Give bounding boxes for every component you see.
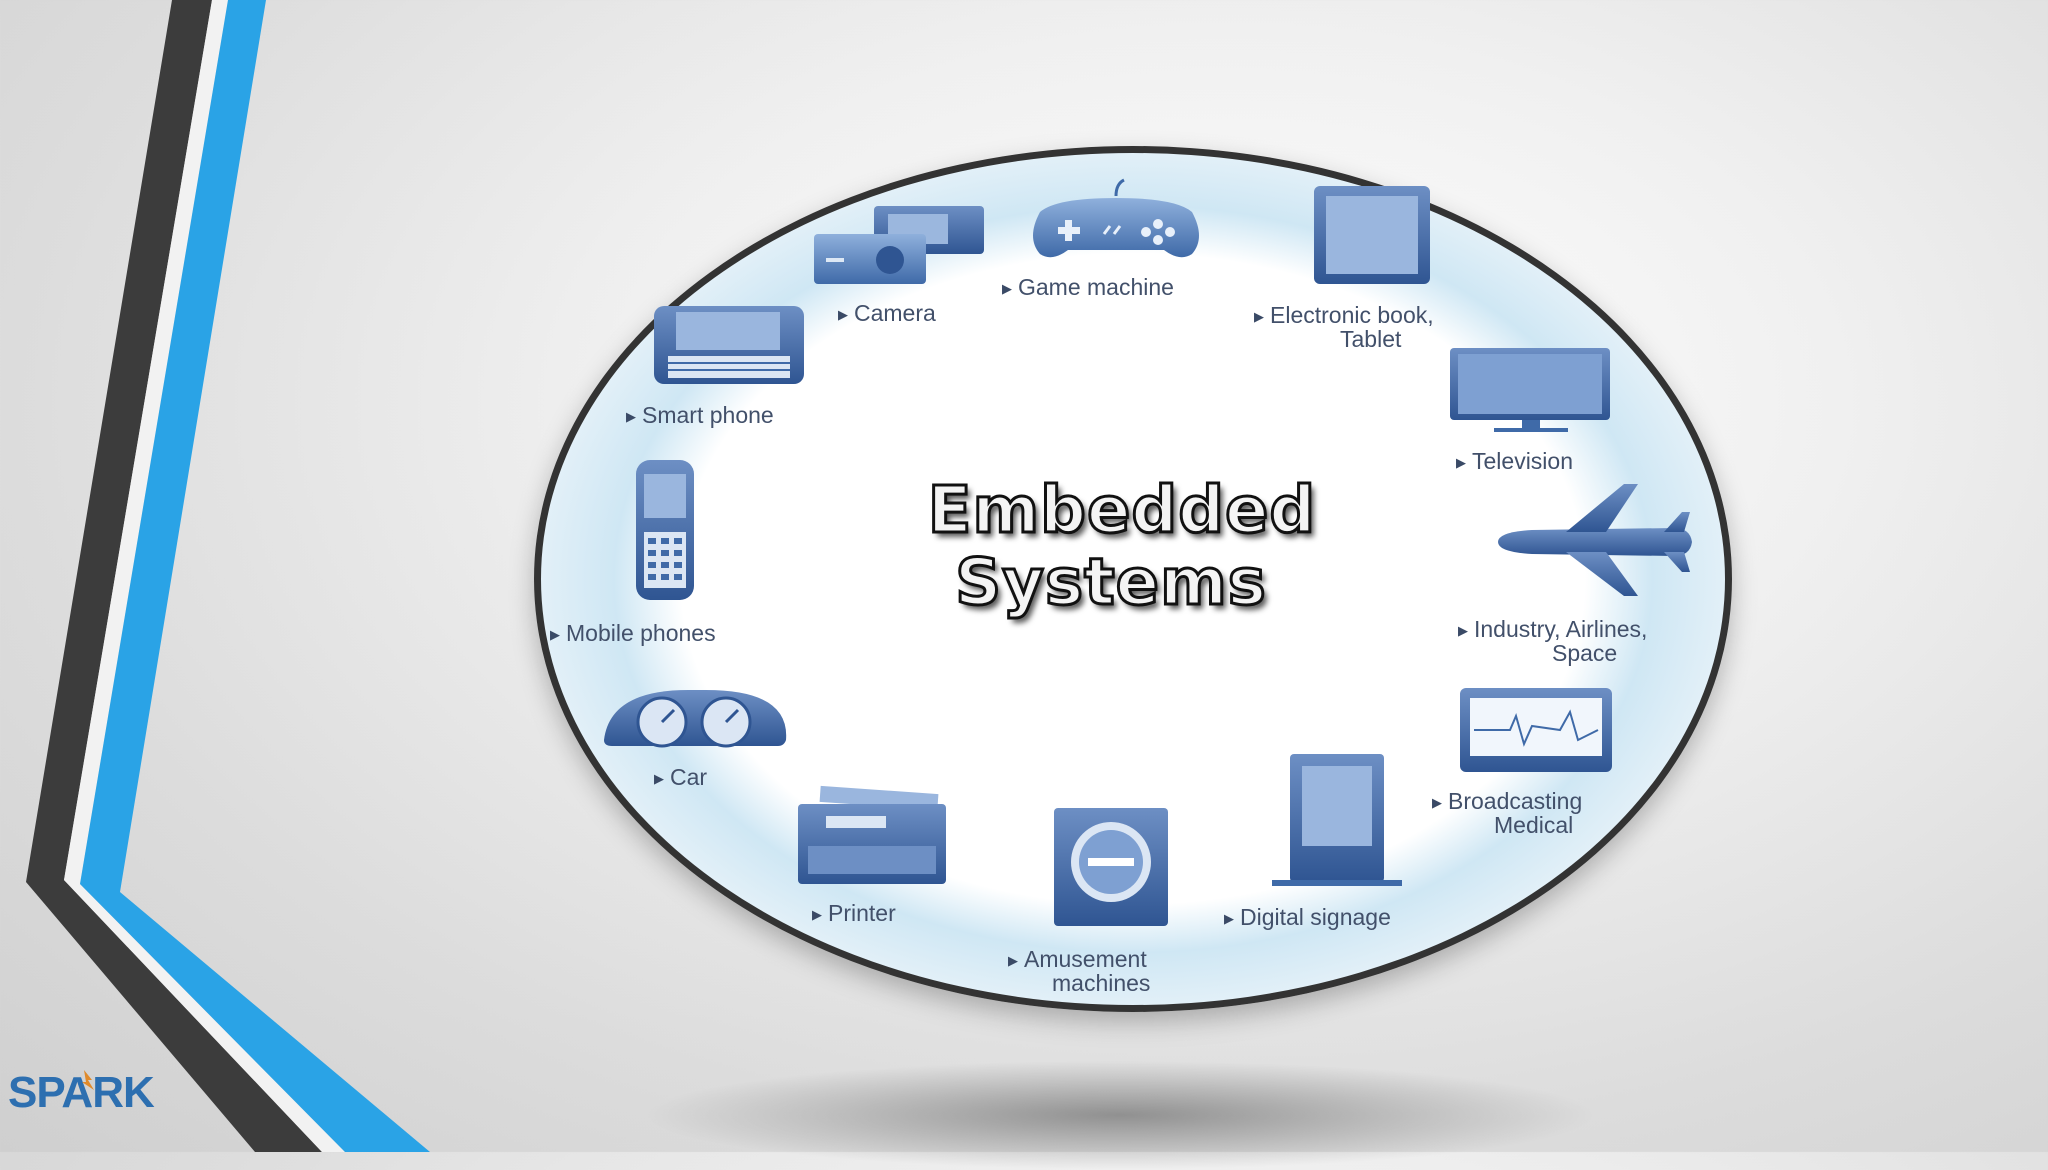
car-dashboard-icon: [604, 690, 787, 748]
airplane-icon: [1498, 484, 1692, 596]
printer-icon: [798, 785, 946, 884]
bullet-arrow-icon: ▶: [1458, 623, 1468, 638]
bullet-arrow-icon: ▶: [1008, 953, 1018, 968]
digital-signage-icon: [1272, 754, 1402, 886]
bullet-arrow-icon: ▶: [1254, 309, 1264, 324]
label-camera: ▶Camera: [838, 300, 936, 326]
label-printer: ▶Printer: [812, 900, 896, 926]
label-smart-phone: ▶Smart phone: [626, 402, 774, 428]
label-amusement-machines: ▶Amusement machines: [1008, 946, 1151, 996]
label-television: ▶Television: [1456, 448, 1573, 474]
camera-icon: [814, 206, 984, 284]
bullet-arrow-icon: ▶: [1456, 455, 1466, 470]
bullet-arrow-icon: ▶: [838, 307, 848, 322]
bullet-arrow-icon: ▶: [626, 409, 636, 424]
label-broadcasting-medical: ▶Broadcasting Medical: [1432, 788, 1583, 838]
bullet-arrow-icon: ▶: [654, 771, 664, 786]
label-game-machine: ▶Game machine: [1002, 274, 1174, 300]
smartphone-icon: [654, 306, 804, 384]
diagram-title-line2: Systems: [954, 545, 1268, 622]
television-icon: [1450, 348, 1610, 432]
label-mobile-phones: ▶Mobile phones: [550, 620, 716, 646]
bullet-arrow-icon: ▶: [812, 907, 822, 922]
spark-logo: SPARK: [8, 1068, 155, 1117]
spark-logo-flame-icon: [82, 1070, 94, 1090]
diagram-title-line1: Embedded: [926, 473, 1317, 550]
label-industry-airlines: ▶Industry, Airlines, Space: [1458, 616, 1648, 666]
bullet-arrow-icon: ▶: [1224, 911, 1234, 926]
game-controller-icon: [1033, 178, 1199, 258]
amusement-machine-icon: [1054, 808, 1168, 926]
bullet-arrow-icon: ▶: [550, 627, 560, 642]
label-digital-signage: ▶Digital signage: [1224, 904, 1391, 930]
label-electronic-book: ▶Electronic book, Tablet: [1254, 302, 1434, 352]
tablet-icon: [1314, 186, 1430, 284]
mobile-phone-icon: [636, 460, 694, 600]
bullet-arrow-icon: ▶: [1002, 281, 1012, 296]
label-car: ▶Car: [654, 764, 708, 790]
medical-monitor-icon: [1460, 688, 1612, 772]
bullet-arrow-icon: ▶: [1432, 795, 1442, 810]
